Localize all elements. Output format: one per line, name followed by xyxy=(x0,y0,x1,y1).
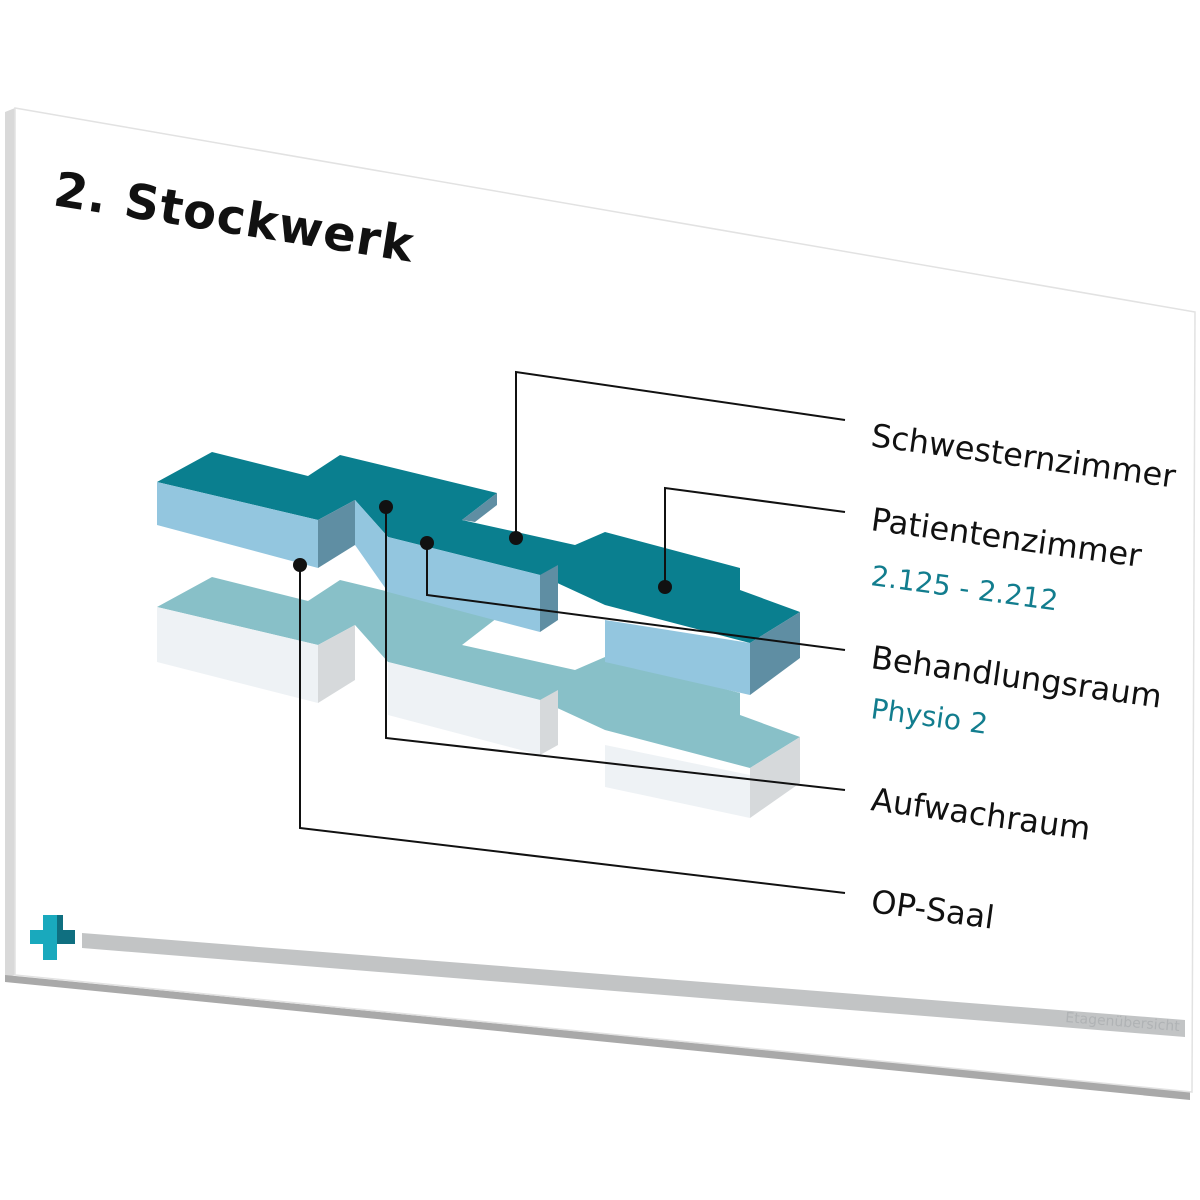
footer-bar xyxy=(82,933,1185,1037)
board-edge xyxy=(5,108,15,978)
leader-lines xyxy=(299,370,846,894)
board-bottom-edge xyxy=(5,975,1190,1100)
leader-dots xyxy=(293,500,672,594)
upper-floor-blocks xyxy=(157,452,800,695)
cross-logo-icon xyxy=(30,915,75,960)
lower-floor-blocks xyxy=(157,577,800,818)
